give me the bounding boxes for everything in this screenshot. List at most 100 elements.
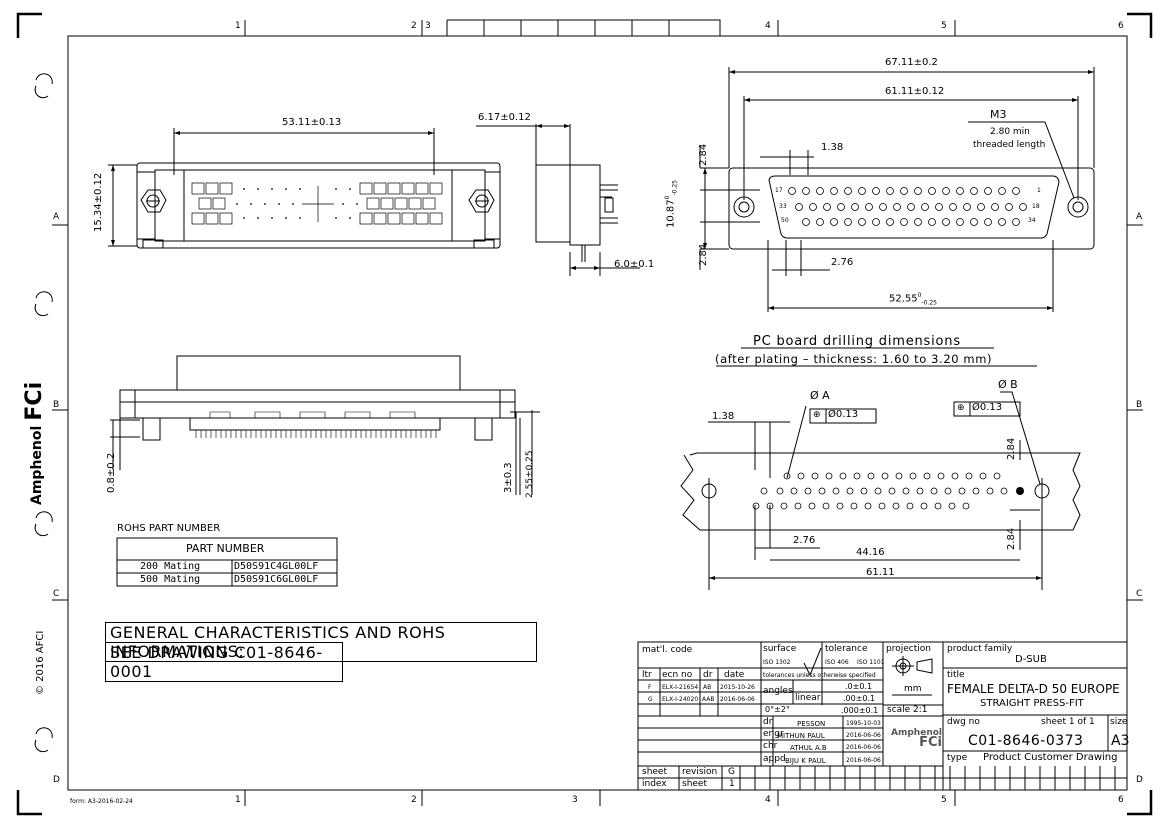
drawing-number: C01-8646-0373 — [968, 733, 1084, 749]
pcb-row-bottom: 2.84 — [1006, 527, 1017, 550]
rohs-row-2-part: D50S91C6GL00LF — [234, 574, 319, 585]
sheet-of-label: sheet 1 of 1 — [1041, 717, 1095, 727]
surface-std: ISO 1302 — [763, 659, 791, 666]
dim-hole-spacing: 61.11±0.12 — [885, 86, 945, 97]
dim-row-bottom: 2.84 — [698, 243, 709, 266]
person-3-name: ATHUL A.B — [790, 744, 827, 752]
logo-line2: FCi — [22, 381, 47, 421]
person-1-name: PESSON — [797, 720, 826, 728]
logo-line1: Amphenol — [29, 425, 45, 505]
zone-col-5-bottom: 5 — [941, 795, 947, 805]
pcb-hole-spacing: 61.11 — [866, 567, 895, 578]
rev-header-ltr: ltr — [642, 670, 652, 680]
dim-row-offset: 2.76 — [831, 257, 854, 268]
size-label: size — [1110, 717, 1128, 727]
dim-body-height-tol-dn: -0.25 — [671, 180, 679, 196]
pcb-subtitle: (after plating – thickness: 1.60 to 3.20… — [715, 352, 993, 366]
copyright: © 2016 AFCI — [35, 630, 46, 695]
tol-b-symbol: ⊕ — [957, 403, 965, 413]
sheet-index-label-1: sheet — [642, 767, 667, 777]
scale-label: scale 2:1 — [887, 705, 928, 715]
zone-col-1-top: 1 — [235, 21, 241, 31]
dim-front-width: 53.11±0.13 — [282, 117, 342, 128]
tol-std-1: ISO 406 — [825, 659, 849, 666]
hole-a-label: Ø A — [810, 389, 830, 402]
pcb-offset: 2.76 — [793, 535, 816, 546]
zone-row-b-right: B — [1136, 400, 1143, 410]
dim-tail-total: 2.55±0.25 — [525, 450, 535, 498]
rev-1-ltr: F — [648, 684, 652, 691]
linear-tol-3: .000±0.1 — [841, 706, 879, 715]
dim-side-depth: 6.17±0.12 — [478, 112, 531, 123]
tol-unless: tolerances unless otherwise specified — [763, 672, 876, 679]
product-family-label: product family — [947, 644, 1013, 654]
rev-2-ltr: G — [648, 696, 653, 703]
linear-label: linear — [795, 693, 821, 703]
pin-label-33: 33 — [779, 203, 787, 210]
type-label: type — [947, 753, 968, 763]
dwg-no-label: dwg no — [947, 717, 980, 727]
pin-label-34: 34 — [1028, 217, 1036, 224]
tol-b-value: Ø0.13 — [972, 402, 1003, 413]
dim-pitch-top: 1.38 — [821, 142, 844, 153]
rev-1-dr: AB — [703, 684, 712, 691]
tolerance-label: tolerance — [825, 644, 868, 654]
dim-standoff: 0.8±0.2 — [106, 452, 117, 493]
pcb-title: PC board drilling dimensions — [753, 334, 961, 349]
zone-col-1-bottom: 1 — [235, 795, 241, 805]
angle-value: 0°±2° — [765, 705, 790, 714]
pin-label-1: 1 — [1037, 187, 1041, 194]
projection-label: projection — [886, 644, 931, 654]
dim-side-pin: 6.0±0.1 — [614, 259, 655, 270]
hole-b-label: Ø B — [998, 378, 1018, 391]
person-1-date: 1995-10-03 — [846, 720, 881, 727]
revision-value: G — [728, 767, 735, 777]
tol-a-symbol: ⊕ — [813, 410, 821, 420]
sheet-number-label: sheet — [682, 779, 707, 789]
thread-min: 2.80 min — [990, 127, 1030, 137]
dim-row-top: 2.84 — [698, 143, 709, 166]
rev-2-dr: AAB — [702, 696, 715, 703]
dim-shell-width-value: 52.55 — [889, 293, 918, 305]
person-3-role: chr — [763, 741, 778, 751]
rev-header-date: date — [724, 670, 745, 680]
dim-body-height: 10.870-0.25 — [664, 180, 678, 228]
linear-tol-2: .00±0.1 — [843, 694, 876, 703]
zone-row-b-left: B — [53, 400, 60, 410]
zone-col-5-top: 5 — [941, 21, 947, 31]
unit-label: mm — [904, 684, 922, 694]
revision-label: revision — [682, 767, 718, 777]
rohs-row-1-part: D50S91C4GL00LF — [234, 561, 319, 572]
title-block-logo: Amphenol FCi — [886, 728, 942, 749]
pcb-pitch: 1.38 — [712, 411, 735, 422]
dim-tail: 3±0.3 — [503, 462, 514, 493]
rev-1-ecn: ELX-I-21654 — [662, 684, 699, 691]
zone-col-3-top: 3 — [425, 21, 431, 31]
zone-col-2-bottom: 2 — [411, 795, 417, 805]
rohs-heading: ROHS PART NUMBER — [117, 523, 221, 534]
sheet-index-label-2: index — [642, 779, 667, 789]
zone-col-6-bottom: 6 — [1118, 795, 1124, 805]
zone-col-4-bottom: 4 — [765, 795, 771, 805]
dim-overall-width: 67.11±0.2 — [885, 57, 938, 68]
general-note-line1: GENERAL CHARACTERISTICS AND ROHS INFORMA… — [105, 622, 537, 662]
person-4-name: BIJU K PAUL — [785, 757, 826, 765]
person-2-role: engr — [763, 729, 784, 739]
rev-2-ecn: ELX-I-24020 — [662, 696, 699, 703]
dim-body-height-tol-up: 0 — [664, 195, 671, 200]
dim-body-height-value: 10.87 — [665, 199, 677, 228]
sheet-number: 1 — [729, 779, 735, 789]
pin-label-17: 17 — [775, 187, 783, 194]
product-family: D-SUB — [1015, 654, 1047, 665]
drawing-type: Product Customer Drawing — [983, 752, 1118, 763]
zone-col-4-top: 4 — [765, 21, 771, 31]
person-3-date: 2016-06-06 — [846, 744, 881, 751]
linear-tol-1: .0±0.1 — [845, 682, 873, 691]
pcb-span: 44.16 — [856, 547, 885, 558]
zone-col-2-top: 2 — [411, 21, 417, 31]
general-note-line2: SEE DRAWING C01-8646-0001 — [105, 642, 343, 682]
zone-row-a-right: A — [1136, 212, 1143, 222]
dim-front-height: 15.34±0.12 — [93, 172, 104, 232]
rohs-row-1-mating: 200 Mating — [140, 561, 201, 572]
